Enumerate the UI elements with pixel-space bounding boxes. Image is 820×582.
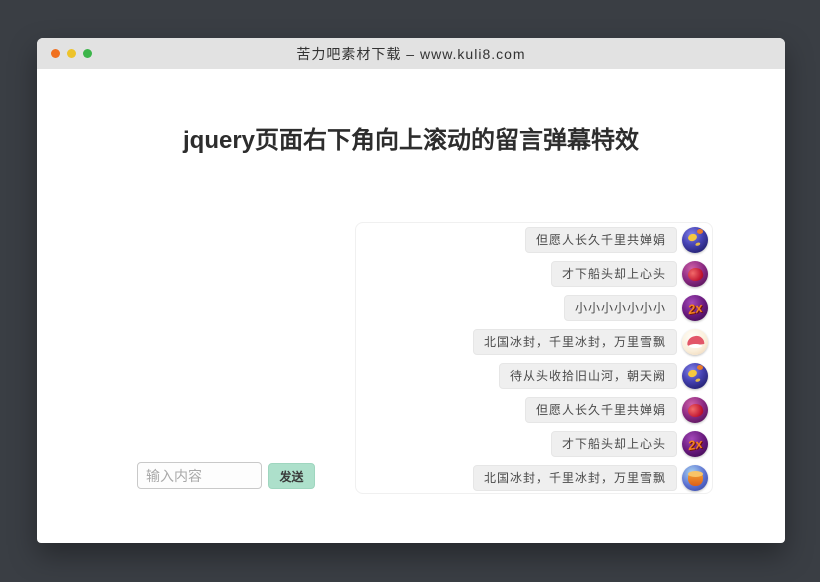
message-bubble: 北国冰封，千里冰封，万里雪飘	[472, 329, 677, 355]
message-row: 待从头收拾旧山河，朝天阙	[356, 359, 712, 393]
message-row: 小小小小小小小 2x	[356, 291, 712, 325]
danmaku-panel: 但愿人长久千里共婵娟 才下船头却上心头 小小小小小小小 2x 北国冰封，千里冰封…	[355, 222, 713, 494]
window-controls	[51, 49, 92, 58]
message-row: 才下船头却上心头	[356, 257, 712, 291]
message-bubble: 但愿人长久千里共婵娟	[524, 227, 677, 253]
window-dot-yellow-icon	[67, 49, 76, 58]
avatar-glyph: 2x	[686, 299, 704, 317]
window-dot-green-icon	[83, 49, 92, 58]
bomb-avatar-icon	[682, 363, 708, 389]
boxing-glove-avatar-icon	[682, 397, 708, 423]
message-input[interactable]	[137, 462, 262, 489]
message-row: 北国冰封，千里冰封，万里雪飘	[356, 461, 712, 493]
page-title: jquery页面右下角向上滚动的留言弹幕特效	[182, 127, 640, 154]
message-bubble: 小小小小小小小	[563, 295, 677, 321]
send-button[interactable]: 发送	[268, 463, 315, 489]
message-bubble: 才下船头却上心头	[550, 431, 677, 457]
message-row: 但愿人长久千里共婵娟	[356, 393, 712, 427]
window-titlebar: 苦力吧素材下载 – www.kuli8.com	[37, 38, 785, 69]
drum-avatar-icon	[682, 465, 708, 491]
message-row: 北国冰封，千里冰封，万里雪飘	[356, 325, 712, 359]
message-bubble: 才下船头却上心头	[550, 261, 677, 287]
avatar-glyph: 2x	[686, 435, 704, 453]
2x-badge-avatar-icon: 2x	[682, 295, 708, 321]
boxing-glove-avatar-icon	[682, 261, 708, 287]
bomb-avatar-icon	[682, 227, 708, 253]
message-row: 才下船头却上心头 2x	[356, 427, 712, 461]
window-dot-orange-icon	[51, 49, 60, 58]
message-row: 但愿人长久千里共婵娟	[356, 223, 712, 257]
2x-badge-avatar-icon: 2x	[682, 431, 708, 457]
browser-window: 苦力吧素材下载 – www.kuli8.com jquery页面右下角向上滚动的…	[37, 38, 785, 543]
message-bubble: 待从头收拾旧山河，朝天阙	[498, 363, 677, 389]
message-bubble: 北国冰封，千里冰封，万里雪飘	[472, 465, 677, 491]
message-bubble: 但愿人长久千里共婵娟	[524, 397, 677, 423]
dolphin-avatar-icon	[682, 329, 708, 355]
window-title: 苦力吧素材下载 – www.kuli8.com	[296, 45, 526, 62]
